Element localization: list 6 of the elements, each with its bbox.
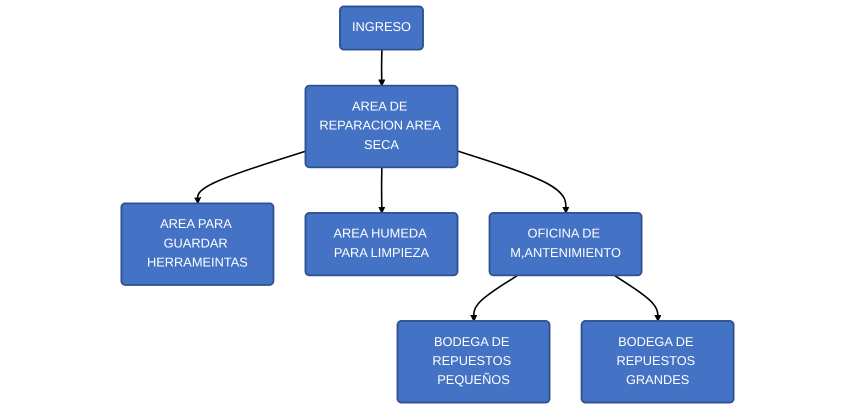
arrow	[378, 168, 386, 214]
arrow	[194, 150, 306, 204]
arrow	[458, 150, 570, 214]
arrow	[378, 50, 386, 86]
arrow	[470, 275, 518, 322]
arrow	[614, 275, 662, 322]
